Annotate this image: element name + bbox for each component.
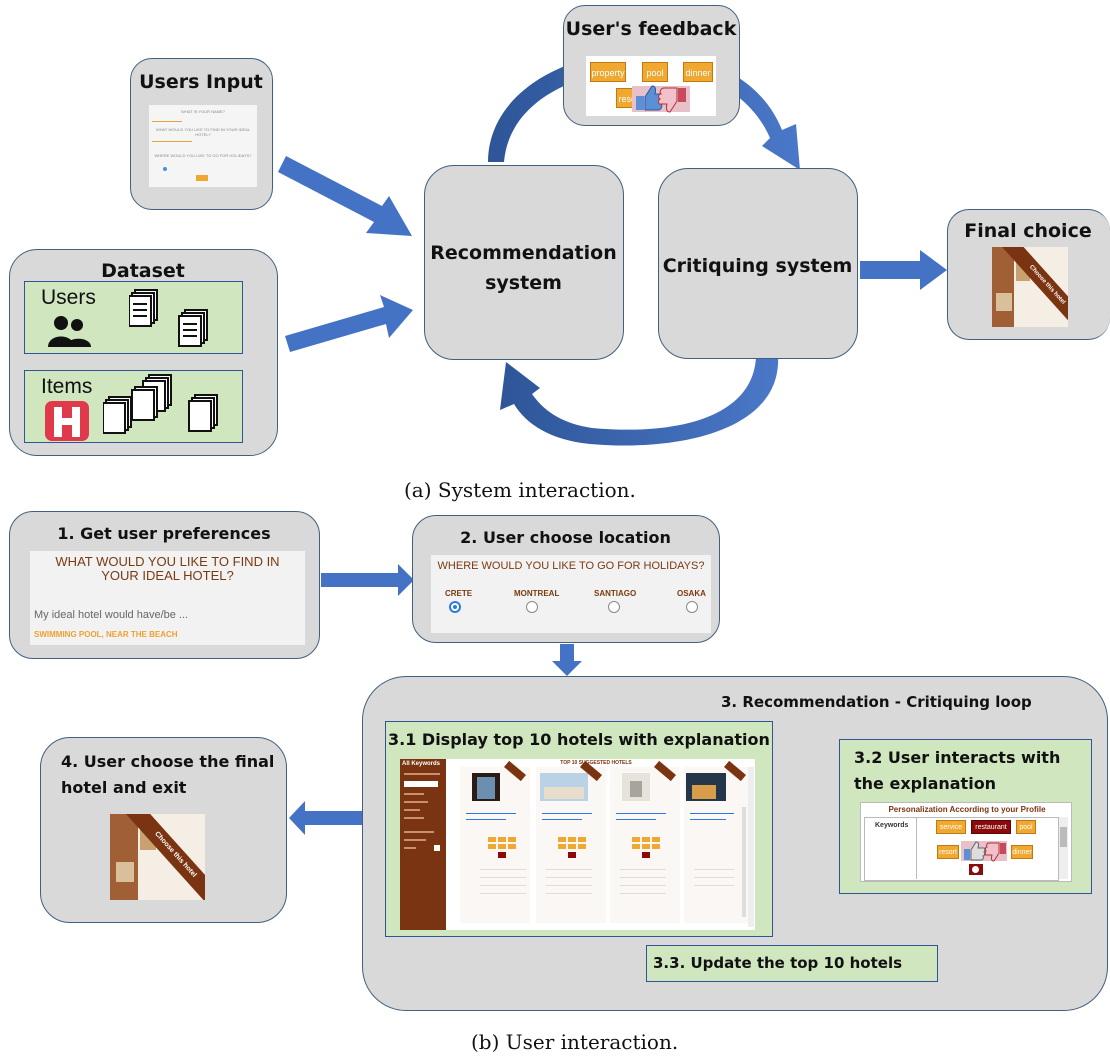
critiquing-system-box: Critiquing system: [658, 168, 858, 359]
step1-screen: WHAT WOULD YOU LIKE TO FIND IN YOUR IDEA…: [30, 551, 305, 645]
final-hotel-image: Choose this hotel: [992, 247, 1068, 327]
arrow-step2-to-step3: [552, 644, 582, 676]
hotel-card-3[interactable]: [610, 760, 680, 923]
step1-box: 1. Get user preferences WHAT WOULD YOU L…: [9, 511, 320, 659]
step4-hotel-image: Choose this hotel: [110, 814, 205, 900]
screen-header: TOP 10 SUGGESTED HOTELS: [560, 760, 632, 766]
hotel-card-4[interactable]: [684, 760, 748, 923]
radio-crete[interactable]: [449, 601, 461, 613]
dataset-users-panel: Users: [24, 281, 243, 354]
items-label: Items: [41, 375, 93, 398]
top10-screen: All Keywords TOP 10 SUGGESTED HOTELS: [400, 759, 755, 930]
step3-3-title: 3.3. Update the top 10 hotels: [653, 954, 903, 972]
keyword-sidebar: All Keywords: [400, 759, 446, 930]
location-osaka: OSAKA: [677, 589, 706, 598]
hotel-brand-icon: [45, 401, 89, 441]
arrow-input-to-recommendation: [278, 156, 412, 236]
radio-montreal[interactable]: [526, 601, 538, 613]
step3-1-panel: 3.1 Display top 10 hotels with explanati…: [385, 721, 773, 937]
radio-osaka[interactable]: [686, 601, 698, 613]
dataset-title: Dataset: [101, 260, 185, 282]
users-group-icon: [48, 316, 91, 347]
screen-scrollbar[interactable]: [748, 767, 754, 927]
form-question-name: WHAT IS YOUR NAME?: [181, 109, 225, 114]
caption-a: (a) System interaction.: [404, 478, 636, 502]
dataset-items-panel: Items: [24, 370, 243, 443]
form-question-hotel: WHAT WOULD YOU LIKE TO FIND IN YOUR IDEA…: [155, 127, 251, 137]
final-choice-box: Final choice Choose this hotel: [947, 209, 1110, 340]
users-input-form: WHAT IS YOUR NAME? WHAT WOULD YOU LIKE T…: [149, 105, 257, 187]
documents-stack-icon: [103, 374, 218, 434]
panel-chip-dinner[interactable]: dinner: [1011, 845, 1033, 859]
arrow-step1-to-step2: [321, 564, 414, 596]
panel-chip-pool[interactable]: pool: [1016, 820, 1036, 834]
recommendation-line2: system: [485, 272, 562, 294]
step4-line2: hotel and exit: [61, 778, 187, 797]
hotel-card-2[interactable]: [536, 760, 606, 923]
radio-santiago[interactable]: [608, 601, 620, 613]
panel-chip-service[interactable]: service: [936, 820, 966, 834]
step3-2-panel: 3.2 User interacts with the explanation …: [839, 739, 1092, 894]
chip-dinner[interactable]: dinner: [683, 62, 713, 82]
step2-title: 2. User choose location: [460, 528, 671, 547]
step3-2-line1: 3.2 User interacts with: [854, 748, 1061, 767]
step4-line1: 4. User choose the final: [61, 752, 275, 771]
submit-arrow-button[interactable]: [969, 864, 983, 875]
location-crete: CRETE: [445, 589, 473, 598]
feedback-panel: property pool dinner resc: [586, 56, 716, 116]
step3-2-line2: the explanation: [854, 774, 997, 793]
feedback-title: User's feedback: [565, 18, 737, 40]
chip-pool[interactable]: pool: [642, 62, 668, 82]
critiquing-label: Critiquing system: [662, 255, 853, 277]
users-label: Users: [41, 286, 96, 309]
sidebar-title: All Keywords: [402, 761, 441, 767]
keywords-label: Keywords: [875, 822, 909, 829]
users-input-box: Users Input WHAT IS YOUR NAME? WHAT WOUL…: [130, 58, 273, 210]
step3-3-panel: 3.3. Update the top 10 hotels: [646, 945, 938, 982]
panel-thumbs-icons[interactable]: [962, 840, 1008, 862]
step3-1-title: 3.1 Display top 10 hotels with explanati…: [388, 730, 770, 749]
users-input-title: Users Input: [139, 71, 263, 93]
step3-title: 3. Recommendation - Critiquing loop: [721, 693, 1032, 711]
recommendation-line1: Recommendation: [430, 242, 617, 264]
form-question-location: WHERE WOULD YOU LIKE TO GO FOR HOLIDAYS?: [154, 153, 252, 158]
thumbs-icons[interactable]: [634, 84, 690, 114]
arrow-step3-to-step4: [289, 801, 375, 835]
curve-arrow-bottom: [500, 356, 779, 446]
step1-prompt: My ideal hotel would have/be ...: [34, 609, 189, 621]
caption-b: (b) User interaction.: [471, 1030, 679, 1054]
personalization-title: Personalization According to your Profil…: [888, 805, 1046, 814]
personalization-panel: Personalization According to your Profil…: [860, 802, 1072, 882]
step1-title: 1. Get user preferences: [57, 524, 271, 543]
documents-icon: [129, 289, 208, 347]
dataset-box: Dataset Users Items: [9, 249, 278, 456]
step4-box: 4. User choose the final hotel and exit …: [40, 737, 287, 923]
step1-answer-input[interactable]: SWIMMING POOL, NEAR THE BEACH: [34, 630, 178, 639]
arrow-critiquing-to-final: [860, 250, 947, 290]
step2-question: WHERE WOULD YOU LIKE TO GO FOR HOLIDAYS?: [437, 560, 705, 572]
location-santiago: SANTIAGO: [594, 589, 637, 598]
chip-property[interactable]: property: [590, 62, 626, 82]
panel-chip-restaurant[interactable]: restaurant: [971, 820, 1011, 834]
recommendation-system-box: Recommendation system: [424, 165, 624, 360]
panel-chip-resort[interactable]: resort: [937, 845, 959, 859]
step2-screen: WHERE WOULD YOU LIKE TO GO FOR HOLIDAYS?…: [431, 555, 711, 633]
panel-scrollbar[interactable]: [1059, 817, 1068, 879]
step1-question: WHAT WOULD YOU LIKE TO FIND IN YOUR IDEA…: [55, 554, 280, 583]
user-feedback-box: User's feedback property pool dinner res…: [563, 5, 740, 126]
arrow-dataset-to-recommendation: [285, 295, 413, 352]
step2-box: 2. User choose location WHERE WOULD YOU …: [412, 515, 720, 643]
location-montreal: MONTREAL: [514, 589, 560, 598]
hotel-card-1[interactable]: [460, 760, 530, 923]
final-choice-title: Final choice: [964, 220, 1092, 242]
